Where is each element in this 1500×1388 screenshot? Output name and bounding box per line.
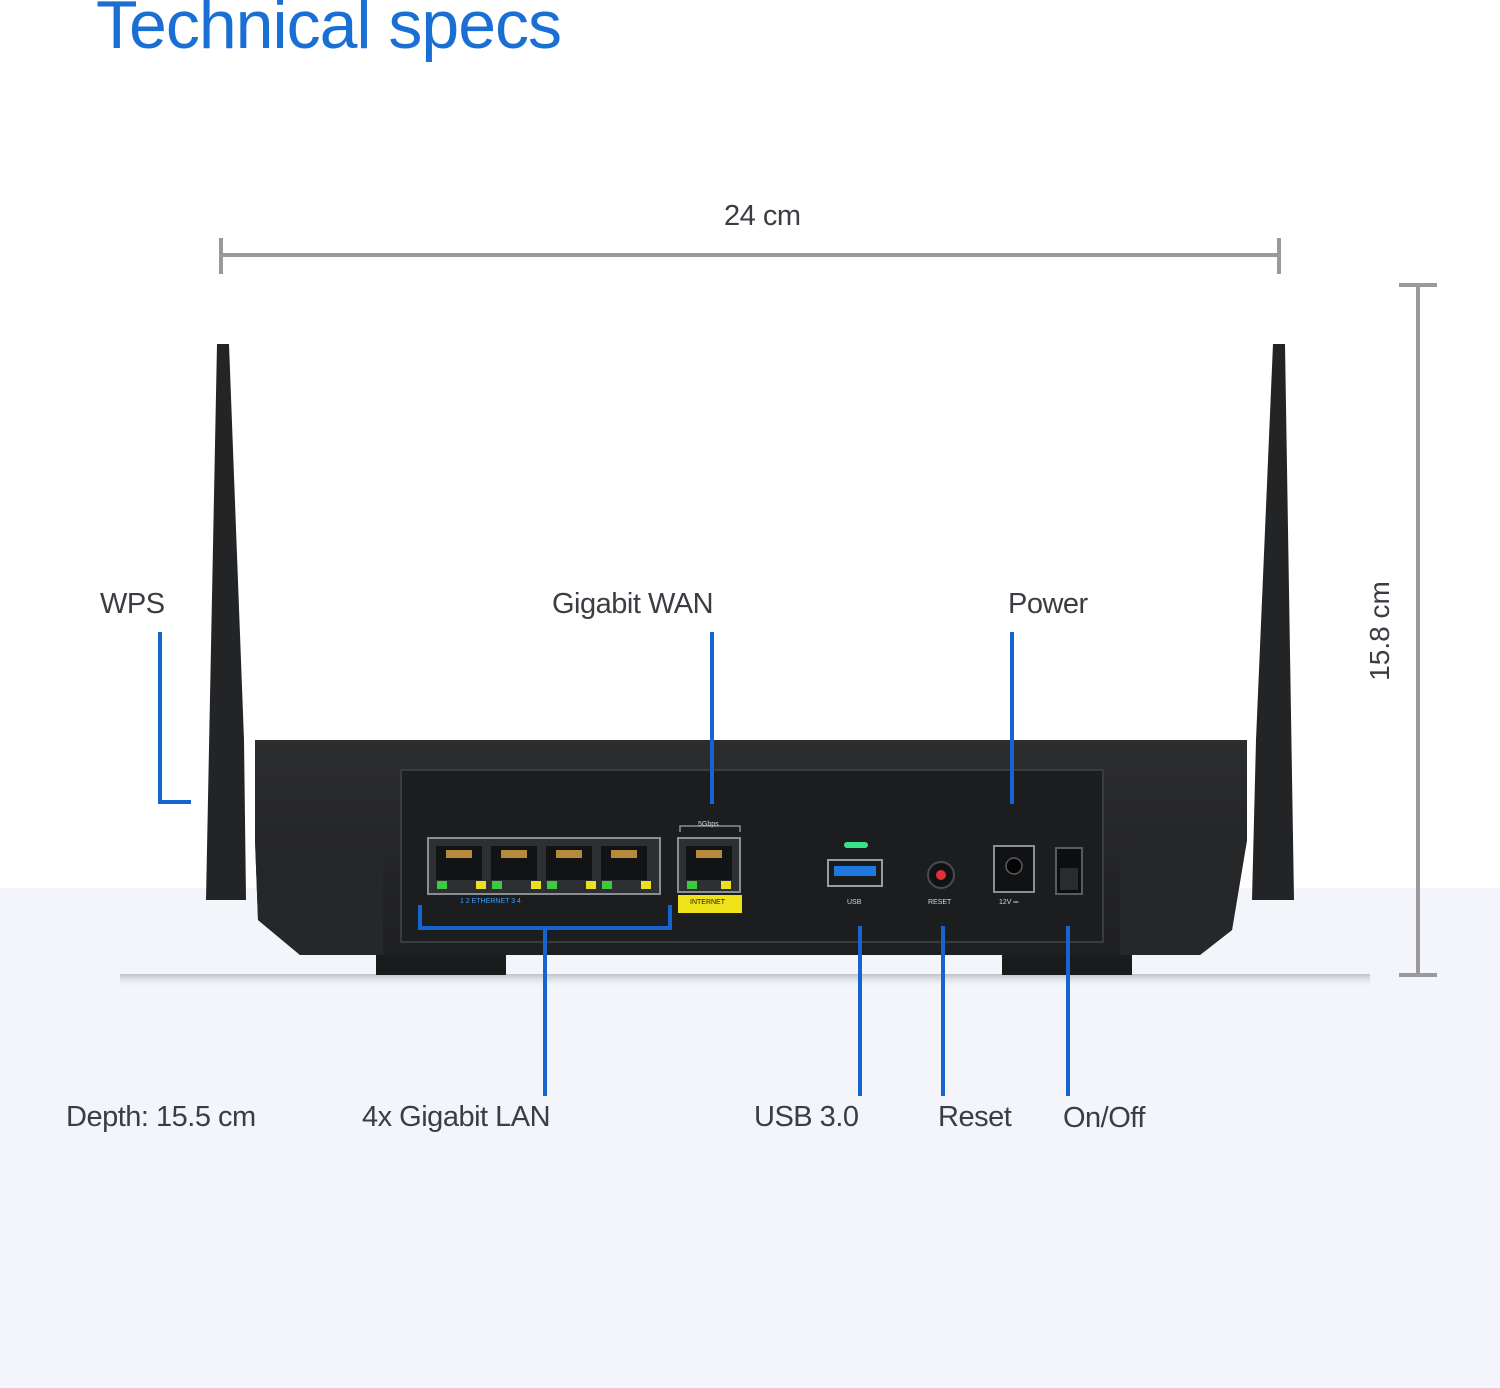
power-label: Power [1008, 588, 1088, 620]
led-yellow-1 [476, 881, 486, 889]
wps-label: WPS [100, 588, 165, 620]
led-green-1 [437, 881, 447, 889]
height-dimension-line [1416, 284, 1420, 977]
wps-leader [158, 632, 162, 804]
lan-leader [543, 926, 547, 1096]
speed-bracket [679, 825, 741, 832]
onoff-label: On/Off [1063, 1102, 1145, 1134]
usb-leader [858, 926, 862, 1096]
ethernet-print: 1 2 ETHERNET 3 4 [460, 898, 521, 905]
wan-leader [710, 632, 714, 804]
led-yellow-3 [586, 881, 596, 889]
width-dimension-cap-right [1277, 238, 1281, 274]
led-green-3 [547, 881, 557, 889]
usb-label: USB 3.0 [754, 1101, 859, 1133]
usb-print: USB [847, 899, 862, 906]
speed-print: 5Gbps [698, 821, 719, 828]
internet-led-green [687, 881, 697, 889]
height-dimension-cap-top [1399, 283, 1437, 287]
wps-leader-elbow [158, 800, 191, 804]
led-green-2 [492, 881, 502, 889]
width-dimension-line [221, 253, 1281, 257]
antenna-left [206, 344, 246, 900]
internet-port-contacts [696, 850, 722, 858]
height-dimension-cap-bottom [1399, 973, 1437, 977]
led-yellow-2 [531, 881, 541, 889]
depth-label: Depth: 15.5 cm [66, 1101, 256, 1133]
lan-bracket-left [418, 905, 422, 930]
router-body-side-right [1120, 840, 1247, 955]
foot-left [376, 955, 506, 975]
reset-label: Reset [938, 1101, 1012, 1133]
lan-label: 4x Gigabit LAN [362, 1101, 551, 1133]
lan-bracket-right [668, 905, 672, 930]
floor-background [0, 888, 1500, 1388]
internet-print: INTERNET [690, 899, 725, 906]
reset-leader [941, 926, 945, 1096]
led-yellow-4 [641, 881, 651, 889]
gigabit-wan-label: Gigabit WAN [552, 588, 714, 620]
internet-badge [678, 895, 742, 913]
port-contacts-3 [556, 850, 582, 858]
page-title: Technical specs [96, 0, 562, 63]
onoff-leader [1066, 926, 1070, 1096]
port-contacts-1 [446, 850, 472, 858]
antenna-right [1252, 344, 1294, 900]
router-shadow [120, 974, 1370, 988]
port-contacts-2 [501, 850, 527, 858]
reset-print: RESET [928, 899, 952, 906]
router-body-side-left [255, 840, 383, 955]
status-led [844, 842, 868, 848]
width-label: 24 cm [724, 200, 801, 232]
dc-jack-hole [1005, 857, 1023, 875]
port-contacts-4 [611, 850, 637, 858]
led-green-4 [602, 881, 612, 889]
power-leader [1010, 632, 1014, 804]
reset-button [936, 870, 946, 880]
usb-port-tongue [834, 866, 876, 876]
width-dimension-cap-left [219, 238, 223, 274]
power-switch-rocker [1060, 868, 1078, 890]
internet-led-yellow [721, 881, 731, 889]
dc-print: 12V ═ [999, 899, 1019, 906]
